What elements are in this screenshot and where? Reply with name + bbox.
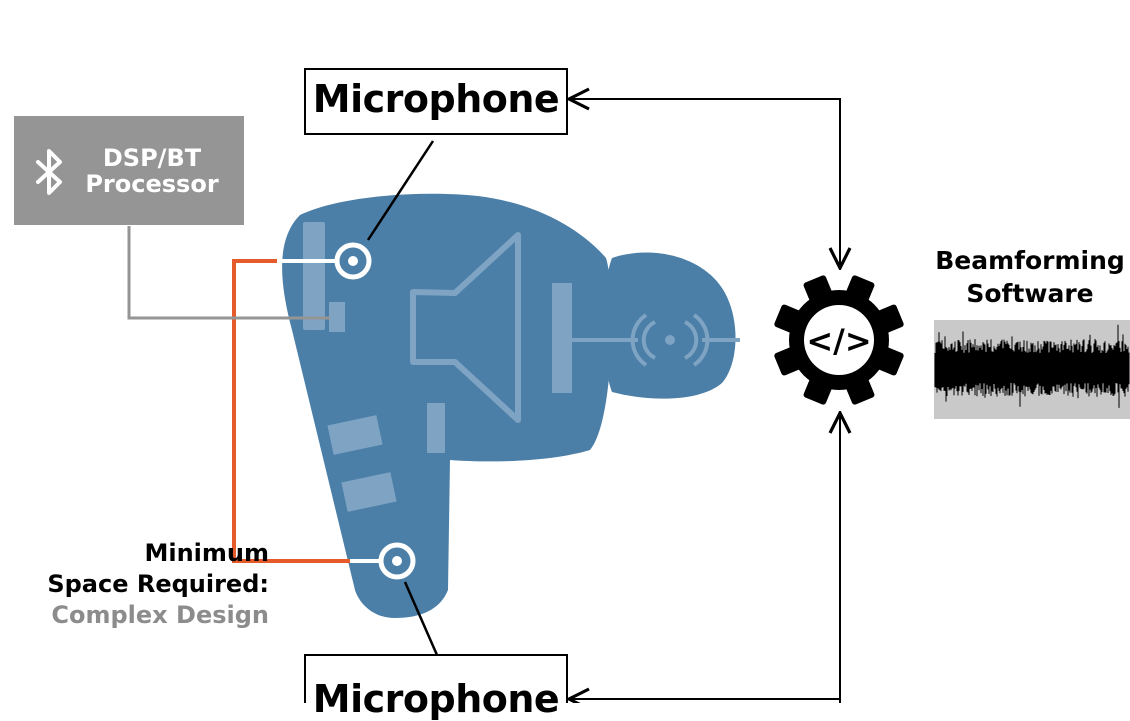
- software-label-line1: Beamforming: [935, 246, 1125, 275]
- ear-tip: [603, 252, 736, 399]
- spacing-note-line2: Space Required:: [47, 570, 269, 598]
- microphone-bottom-box: [304, 654, 568, 703]
- microphone-top-box: [304, 68, 568, 135]
- gear-code-icon: </>: [774, 275, 904, 405]
- wireless-signal-icon: [572, 313, 740, 367]
- internal-components: [303, 222, 572, 512]
- earbud-illustration: [282, 193, 740, 618]
- microphone-port-bottom: [378, 542, 416, 580]
- bluetooth-icon: [36, 149, 62, 195]
- signal-path-bottom-return: [569, 699, 841, 703]
- processor-label-line2: Processor: [85, 170, 219, 198]
- processor: [14, 116, 330, 320]
- spacing-bracket: [232, 259, 380, 563]
- software-label-line2: Software: [966, 279, 1094, 308]
- processor-connector: [127, 226, 330, 320]
- microphone-bottom-label: Microphone: [312, 677, 560, 721]
- signal-path-top: [569, 99, 840, 268]
- leader-line-bottom: [403, 581, 439, 656]
- processor-label-line1: DSP/BT: [102, 144, 202, 172]
- leader-line-top: [366, 140, 435, 241]
- speaker-icon: [410, 232, 521, 423]
- processor-label: DSP/BT Processor: [72, 145, 232, 197]
- software-label: Beamforming Software: [928, 244, 1130, 310]
- spacing-note-line1: Minimum: [144, 539, 269, 567]
- spacing-note-line3: Complex Design: [51, 601, 269, 629]
- earbud-diagram: </>: [14, 68, 1130, 703]
- spacing-note: Minimum Space Required: Complex Design: [0, 538, 269, 631]
- microphone-port-top: [334, 242, 372, 280]
- microphone-top-label: Microphone: [312, 77, 560, 121]
- code-symbol: </>: [806, 322, 871, 360]
- audio-waveform: [934, 320, 1130, 419]
- earbud-body: [282, 193, 612, 618]
